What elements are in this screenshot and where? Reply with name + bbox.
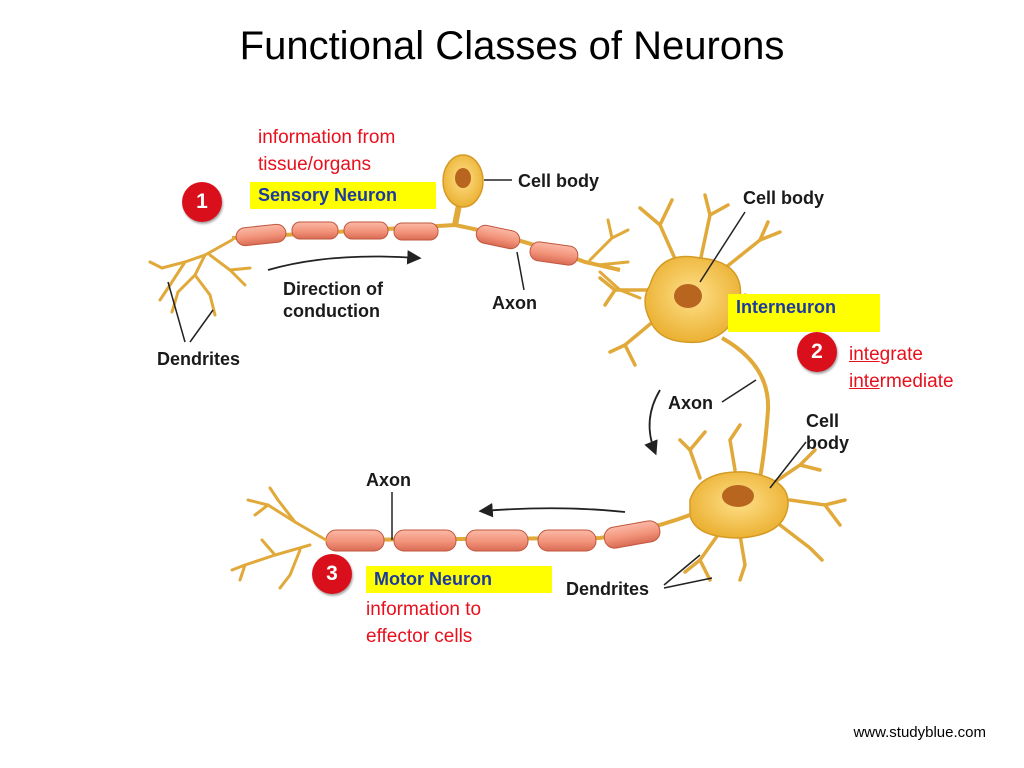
motor-neuron [230, 423, 847, 590]
motor-info-line1: information to [366, 599, 482, 620]
sensory-info-text: information from tissue/organs [258, 124, 395, 178]
interneuron-axon-label: Axon [668, 393, 713, 413]
sensory-cell-body-label: Cell body [518, 171, 600, 191]
intermediate-text: intermediate [849, 371, 954, 392]
sensory-axon-label: Axon [492, 293, 537, 313]
interneuron-label: Interneuron [728, 294, 880, 332]
integrate-text: integrate [849, 344, 923, 365]
interneuron-cell-body-label: Cell body [743, 188, 825, 208]
direction-line1: Direction of [283, 279, 384, 299]
page-title: Functional Classes of Neurons [239, 24, 785, 68]
sensory-neuron-label: Sensory Neuron [250, 182, 436, 209]
sensory-dendrites-label: Dendrites [157, 349, 241, 369]
badge-2: 2 [797, 332, 837, 372]
motor-neuron-label: Motor Neuron [366, 566, 552, 593]
interneuron-note: integrate intermediate [849, 341, 954, 395]
motor-cell-body-line2: body [806, 433, 849, 453]
badge-1: 1 [182, 182, 222, 222]
sensory-info-line2: tissue/organs [258, 154, 372, 175]
badge-3: 3 [312, 554, 352, 594]
motor-myelin [325, 520, 661, 552]
direction-line2: conduction [283, 301, 380, 321]
motor-cell-body-label: Cell body [806, 410, 849, 454]
sensory-info-line1: information from [258, 127, 396, 148]
sensory-myelin [235, 221, 579, 266]
motor-cell-body-line1: Cell [806, 411, 840, 431]
sensory-neuron [148, 154, 642, 343]
direction-label: Direction of conduction [283, 278, 383, 322]
footer-source: www.studyblue.com [853, 724, 986, 741]
interneuron [598, 193, 782, 479]
motor-info-line2: effector cells [366, 626, 473, 647]
motor-axon-label: Axon [366, 470, 411, 490]
motor-dendrites-label: Dendrites [566, 579, 650, 599]
sensory-dendrites [148, 238, 252, 317]
motor-info-text: information to effector cells [366, 596, 481, 650]
